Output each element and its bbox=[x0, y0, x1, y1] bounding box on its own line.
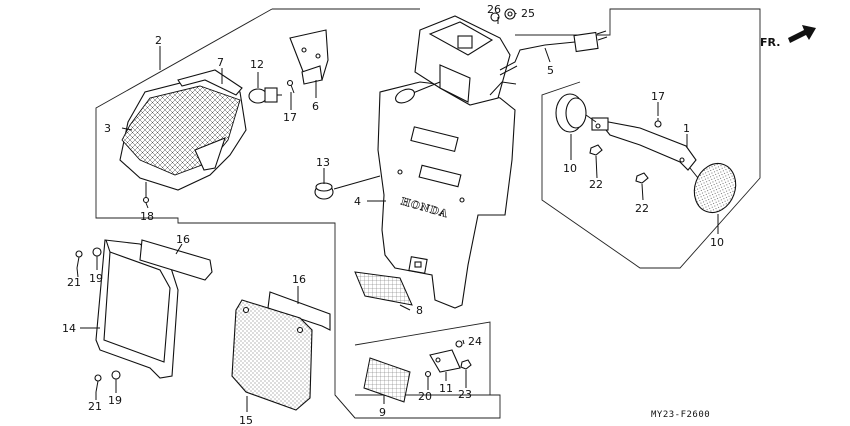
leader-lines bbox=[76, 13, 719, 412]
callout-22-left: 22 bbox=[589, 178, 603, 191]
callout-17-left: 17 bbox=[283, 111, 297, 124]
callout-16-right: 16 bbox=[292, 273, 306, 286]
arrow-icon bbox=[788, 25, 816, 43]
part-13-grommet bbox=[314, 175, 381, 200]
callout-19-bottom: 19 bbox=[108, 394, 122, 407]
part-16-brackets bbox=[139, 239, 331, 331]
part-15-plate-backing bbox=[231, 299, 313, 411]
callout-18: 18 bbox=[140, 210, 154, 223]
callout-labels: 2 3 4 5 6 7 8 9 10 10 11 12 13 14 15 16 … bbox=[62, 3, 724, 426]
callout-11: 11 bbox=[439, 382, 453, 395]
callout-10-right: 10 bbox=[710, 236, 724, 249]
callout-17-right: 17 bbox=[651, 90, 665, 103]
part-19-21-fasteners bbox=[75, 247, 121, 393]
part-25-26-fasteners bbox=[490, 8, 516, 24]
callout-16-left: 16 bbox=[176, 233, 190, 246]
callout-19-top: 19 bbox=[89, 272, 103, 285]
callout-4: 4 bbox=[354, 195, 361, 208]
callout-26: 26 bbox=[487, 3, 501, 16]
callout-1: 1 bbox=[683, 122, 690, 135]
callout-13: 13 bbox=[316, 156, 330, 169]
callout-24: 24 bbox=[468, 335, 482, 348]
callout-5: 5 bbox=[547, 64, 554, 77]
callout-6: 6 bbox=[312, 100, 319, 113]
callout-3: 3 bbox=[104, 122, 111, 135]
part-22-nuts bbox=[589, 144, 649, 184]
part-1-reflector-bracket bbox=[591, 117, 697, 171]
part-8-reflector bbox=[354, 271, 413, 306]
callout-14: 14 bbox=[62, 322, 76, 335]
callout-21-top: 21 bbox=[67, 276, 81, 289]
callout-10-left: 10 bbox=[563, 162, 577, 175]
callout-21-bottom: 21 bbox=[88, 400, 102, 413]
callout-2: 2 bbox=[155, 34, 162, 47]
part-6-cover bbox=[289, 29, 329, 85]
callout-20: 20 bbox=[418, 390, 432, 403]
callout-22-right: 22 bbox=[635, 202, 649, 215]
callout-7: 7 bbox=[217, 56, 224, 69]
diagram-code: MY23-F2600 bbox=[651, 410, 710, 420]
callout-12: 12 bbox=[250, 58, 264, 71]
front-direction-label: FR. bbox=[760, 36, 780, 49]
callout-23: 23 bbox=[458, 388, 472, 401]
part-5-taillight-socket-harness bbox=[395, 15, 608, 106]
callout-25: 25 bbox=[521, 7, 535, 20]
callout-9: 9 bbox=[379, 406, 386, 419]
group-boundary-lines bbox=[95, 8, 761, 419]
part-4-rear-fender: HONDA bbox=[377, 81, 516, 309]
front-direction-indicator: FR. bbox=[760, 25, 816, 49]
part-2-3-taillight-assembly bbox=[119, 69, 247, 204]
part-12-bulb bbox=[248, 87, 282, 104]
part-10-round-reflectors bbox=[555, 93, 737, 214]
callout-8: 8 bbox=[416, 304, 423, 317]
callout-15: 15 bbox=[239, 414, 253, 426]
part-9-11-lower-reflector bbox=[363, 340, 472, 403]
part-14-mud-flap bbox=[95, 239, 179, 379]
part-17-screws bbox=[286, 79, 662, 128]
